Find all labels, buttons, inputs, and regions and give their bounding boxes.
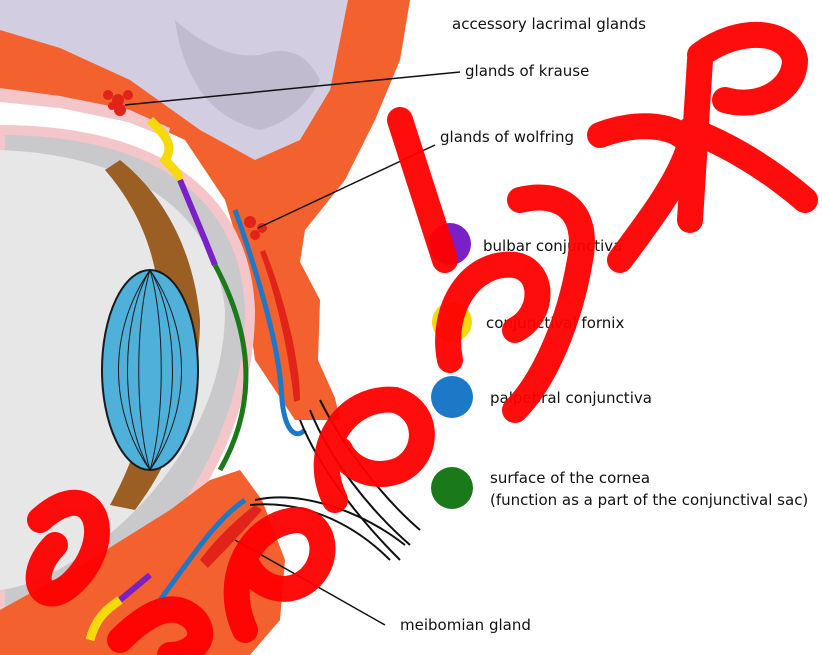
legend-dot-cornea (431, 467, 473, 509)
label-glands-of-krause: glands of krause (465, 62, 589, 80)
legend-dot-palpebral (431, 376, 473, 418)
lens (102, 270, 198, 470)
label-accessory-lacrimal-glands: accessory lacrimal glands (452, 15, 646, 33)
label-glands-of-wolfring: glands of wolfring (440, 128, 574, 146)
legend-label-cornea-note: (function as a part of the conjunctival … (490, 491, 808, 509)
label-meibomian-gland: meibomian gland (400, 616, 531, 634)
legend-label-cornea: surface of the cornea (490, 469, 650, 487)
